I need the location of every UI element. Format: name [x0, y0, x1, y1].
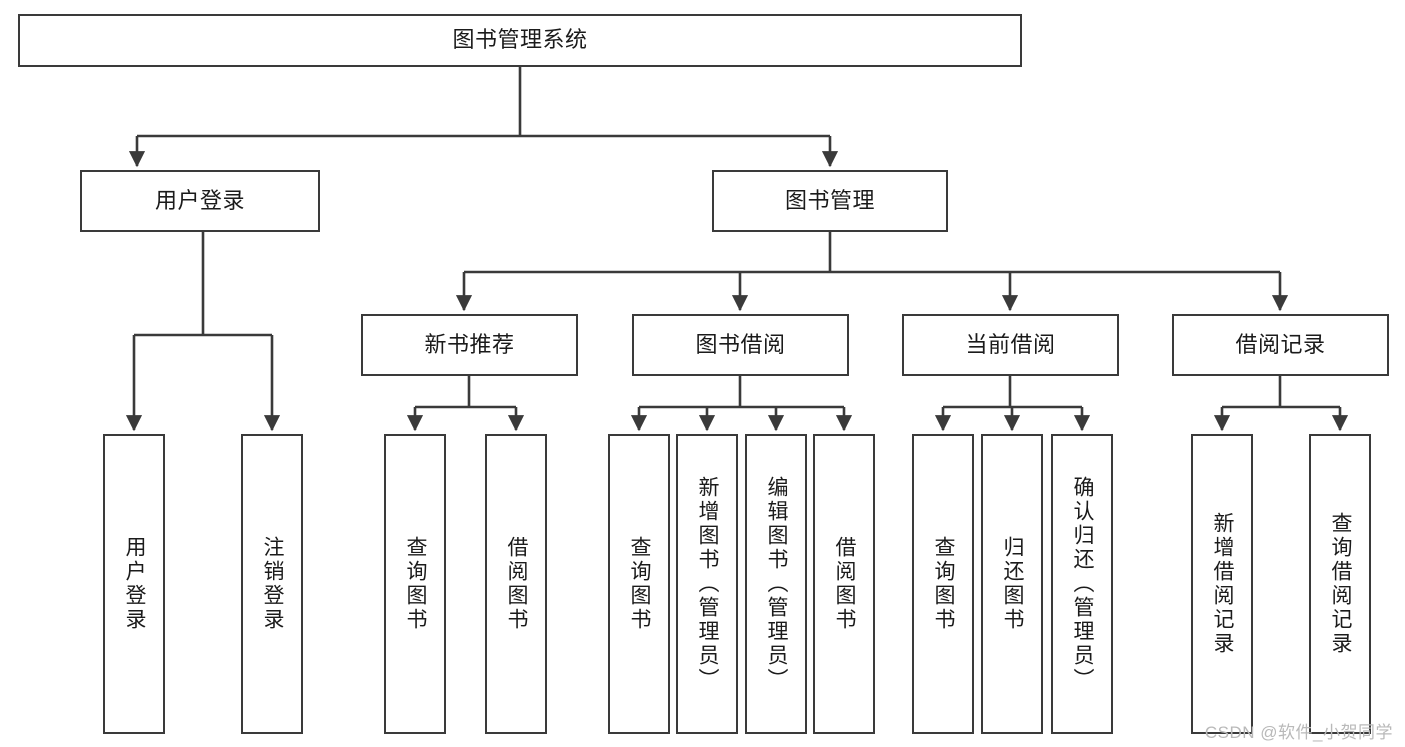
node-leaf-borrow-book[interactable]: 借阅图书 — [813, 434, 875, 734]
node-current-borrow[interactable]: 当前借阅 — [902, 314, 1119, 376]
node-leaf-confirm-return-label: 确认归还（管理员） — [1071, 476, 1095, 692]
node-leaf-query-borrow-record[interactable]: 查询借阅记录 — [1309, 434, 1371, 734]
node-new-book-recommendation[interactable]: 新书推荐 — [361, 314, 578, 376]
node-leaf-query-book-recommend-label: 查询图书 — [404, 536, 428, 632]
node-root-label: 图书管理系统 — [452, 27, 588, 53]
node-leaf-edit-book-label: 编辑图书（管理员） — [765, 476, 789, 692]
node-leaf-add-borrow-record[interactable]: 新增借阅记录 — [1191, 434, 1253, 734]
node-leaf-query-book-current-label: 查询图书 — [932, 536, 956, 632]
node-leaf-add-book[interactable]: 新增图书（管理员） — [676, 434, 738, 734]
node-leaf-return-book-label: 归还图书 — [1001, 536, 1025, 632]
node-leaf-query-book-borrow[interactable]: 查询图书 — [608, 434, 670, 734]
node-book-manage-label: 图书管理 — [784, 187, 875, 213]
node-leaf-return-book[interactable]: 归还图书 — [981, 434, 1043, 734]
node-borrow-record[interactable]: 借阅记录 — [1172, 314, 1389, 376]
node-leaf-borrow-book-label: 借阅图书 — [833, 536, 857, 632]
node-root[interactable]: 图书管理系统 — [18, 14, 1022, 67]
csdn-watermark: CSDN @软件_小贺同学 — [1204, 723, 1393, 742]
node-leaf-query-borrow-record-label: 查询借阅记录 — [1329, 512, 1353, 656]
node-new-book-recommendation-label: 新书推荐 — [424, 331, 515, 357]
node-leaf-logout-label: 注销登录 — [261, 536, 285, 632]
node-borrow-record-label: 借阅记录 — [1235, 331, 1326, 357]
node-leaf-query-book-borrow-label: 查询图书 — [628, 536, 652, 632]
node-leaf-edit-book[interactable]: 编辑图书（管理员） — [745, 434, 807, 734]
node-leaf-user-login-label: 用户登录 — [123, 536, 147, 632]
node-leaf-user-login[interactable]: 用户登录 — [103, 434, 165, 734]
node-user-login-label: 用户登录 — [154, 187, 245, 213]
node-leaf-logout[interactable]: 注销登录 — [241, 434, 303, 734]
node-leaf-borrow-book-recommend[interactable]: 借阅图书 — [485, 434, 547, 734]
node-book-borrow[interactable]: 图书借阅 — [632, 314, 849, 376]
node-book-borrow-label: 图书借阅 — [695, 331, 786, 357]
node-book-manage[interactable]: 图书管理 — [712, 170, 948, 232]
node-leaf-query-book-current[interactable]: 查询图书 — [912, 434, 974, 734]
node-current-borrow-label: 当前借阅 — [965, 331, 1056, 357]
node-leaf-query-book-recommend[interactable]: 查询图书 — [384, 434, 446, 734]
node-leaf-add-book-label: 新增图书（管理员） — [696, 476, 720, 692]
node-leaf-confirm-return[interactable]: 确认归还（管理员） — [1051, 434, 1113, 734]
node-leaf-borrow-book-recommend-label: 借阅图书 — [505, 536, 529, 632]
node-leaf-add-borrow-record-label: 新增借阅记录 — [1211, 512, 1235, 656]
node-user-login[interactable]: 用户登录 — [80, 170, 320, 232]
